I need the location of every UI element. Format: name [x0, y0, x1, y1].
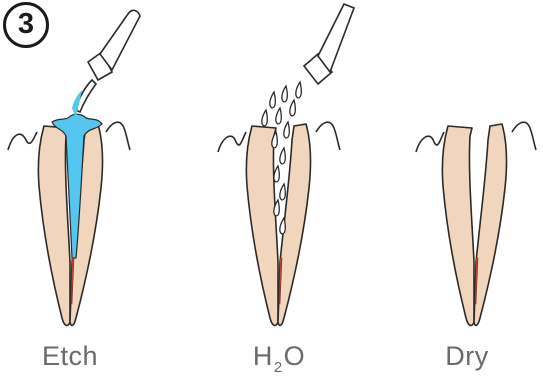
water-droplet	[280, 148, 285, 164]
caption-etch: Etch	[0, 336, 140, 376]
water-droplet	[274, 166, 279, 182]
panel-h2o	[218, 4, 354, 325]
water-droplet	[262, 110, 267, 126]
gingiva-line-dry-right	[512, 122, 536, 150]
water-droplet	[296, 82, 301, 98]
syringe-barrel-etch	[100, 10, 140, 70]
water-droplet	[280, 184, 285, 200]
caption-etch-text: Etch	[42, 341, 98, 371]
water-droplet	[284, 122, 289, 138]
water-droplet	[290, 100, 295, 116]
caption-h2o: H2O	[209, 336, 349, 376]
tooth-h2o-left	[246, 126, 278, 325]
caption-h2o-subscript: 2	[274, 359, 283, 376]
caption-dry: Dry	[397, 336, 537, 376]
syringe-barrel-h2o	[318, 4, 354, 72]
gingiva-line-h2o-right	[316, 122, 340, 150]
etch-syringe	[72, 10, 140, 118]
water-droplet	[270, 92, 275, 108]
panel-etch	[8, 10, 140, 325]
caption-dry-text: Dry	[445, 341, 489, 371]
gingiva-line-h2o-left	[218, 132, 246, 152]
tooth-dry-right	[474, 124, 506, 325]
gingiva-line-etch-right	[106, 122, 130, 150]
caption-h2o-h: H	[253, 341, 273, 371]
gingiva-line-etch	[8, 132, 37, 150]
gingiva-line-dry-left	[416, 132, 444, 152]
panel-dry	[416, 122, 536, 325]
tooth-etch-left	[38, 126, 70, 325]
water-droplet	[280, 218, 285, 234]
water-droplet	[276, 108, 281, 124]
water-syringe	[304, 4, 354, 84]
water-droplet	[282, 86, 287, 102]
tooth-dry-left	[442, 126, 474, 325]
caption-h2o-o: O	[284, 341, 306, 371]
